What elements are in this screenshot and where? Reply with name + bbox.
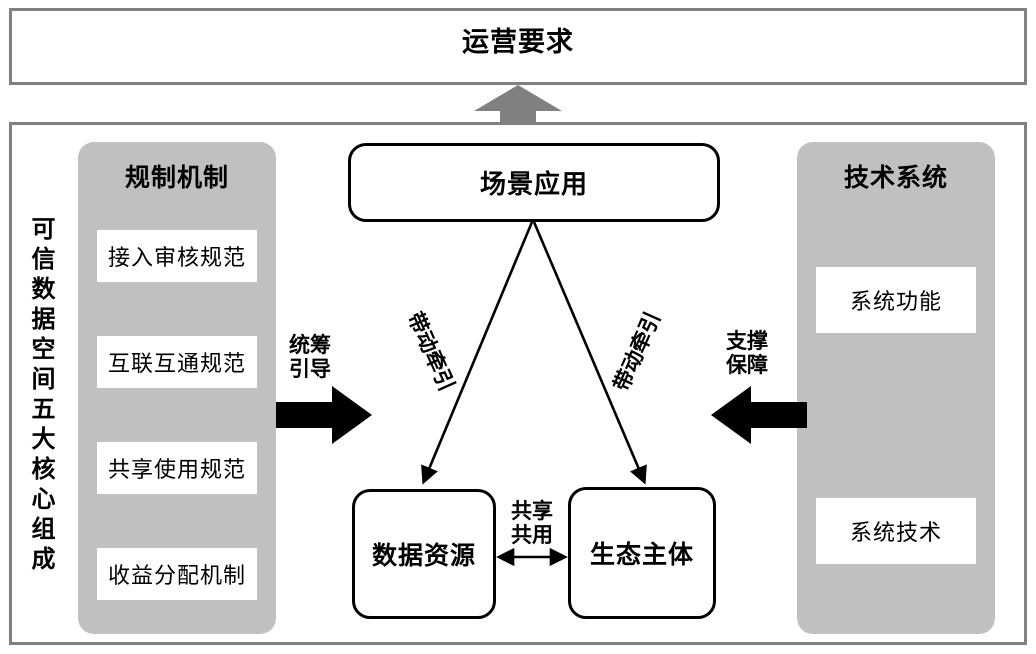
node-data-resource[interactable]: 数据资源 [352,489,496,619]
node-scenario-application[interactable]: 场景应用 [348,143,720,222]
operational-requirements-title: 运营要求 [462,27,574,57]
list-item[interactable]: 互联互通规范 [97,336,257,388]
list-item[interactable]: 接入审核规范 [97,230,257,282]
edge-label-coordinate-guidance: 统筹 引导 [281,334,339,382]
edge-label-line-1: 支撑 [726,330,768,353]
edge-label-support-guarantee: 支撑 保障 [718,330,776,378]
edge-label-line-2: 引导 [289,358,331,381]
regulatory-mechanism-title: 规制机制 [124,164,229,192]
node-ecosystem-entity[interactable]: 生态主体 [568,487,716,619]
edge-label-line-2: 共用 [511,524,553,547]
vertical-axis-label-text: 可信数据空间五大核心组成 [27,216,54,576]
list-item[interactable]: 系统功能 [816,267,976,333]
edge-label-line-1: 统筹 [289,334,331,357]
edge-label-line-2: 保障 [726,354,768,377]
edge-label-line-1: 共享 [511,500,553,523]
list-item[interactable]: 收益分配机制 [97,548,257,600]
operational-requirements-box [9,8,1027,85]
list-item[interactable]: 系统技术 [816,498,976,564]
edge-label-share-couse: 共享 共用 [500,500,564,548]
arrow-up-icon [474,85,562,123]
technical-system-panel: 技术系统 系统功能 系统技术 [797,142,995,634]
arrow-left-icon [711,386,807,444]
vertical-axis-label: 可信数据空间五大核心组成 [20,196,60,596]
list-item[interactable]: 共享使用规范 [97,442,257,494]
regulatory-mechanism-panel: 规制机制 接入审核规范 互联互通规范 共享使用规范 收益分配机制 [78,142,276,634]
technical-system-title: 技术系统 [843,164,948,192]
arrow-right-icon [276,386,372,444]
